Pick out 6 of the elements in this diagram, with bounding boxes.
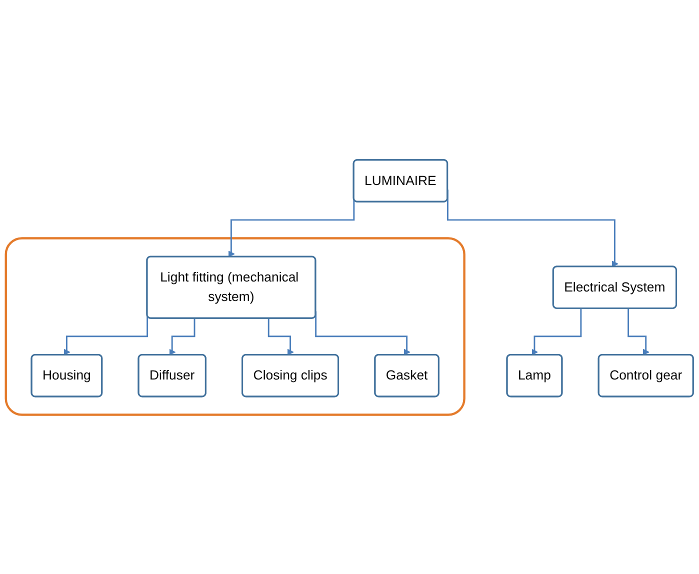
- arrow: [169, 318, 196, 356]
- arrow: [628, 308, 650, 356]
- arrow: [268, 318, 294, 356]
- arrow: [315, 310, 410, 356]
- cluster: [4, 236, 466, 416]
- arrow: [532, 308, 582, 356]
